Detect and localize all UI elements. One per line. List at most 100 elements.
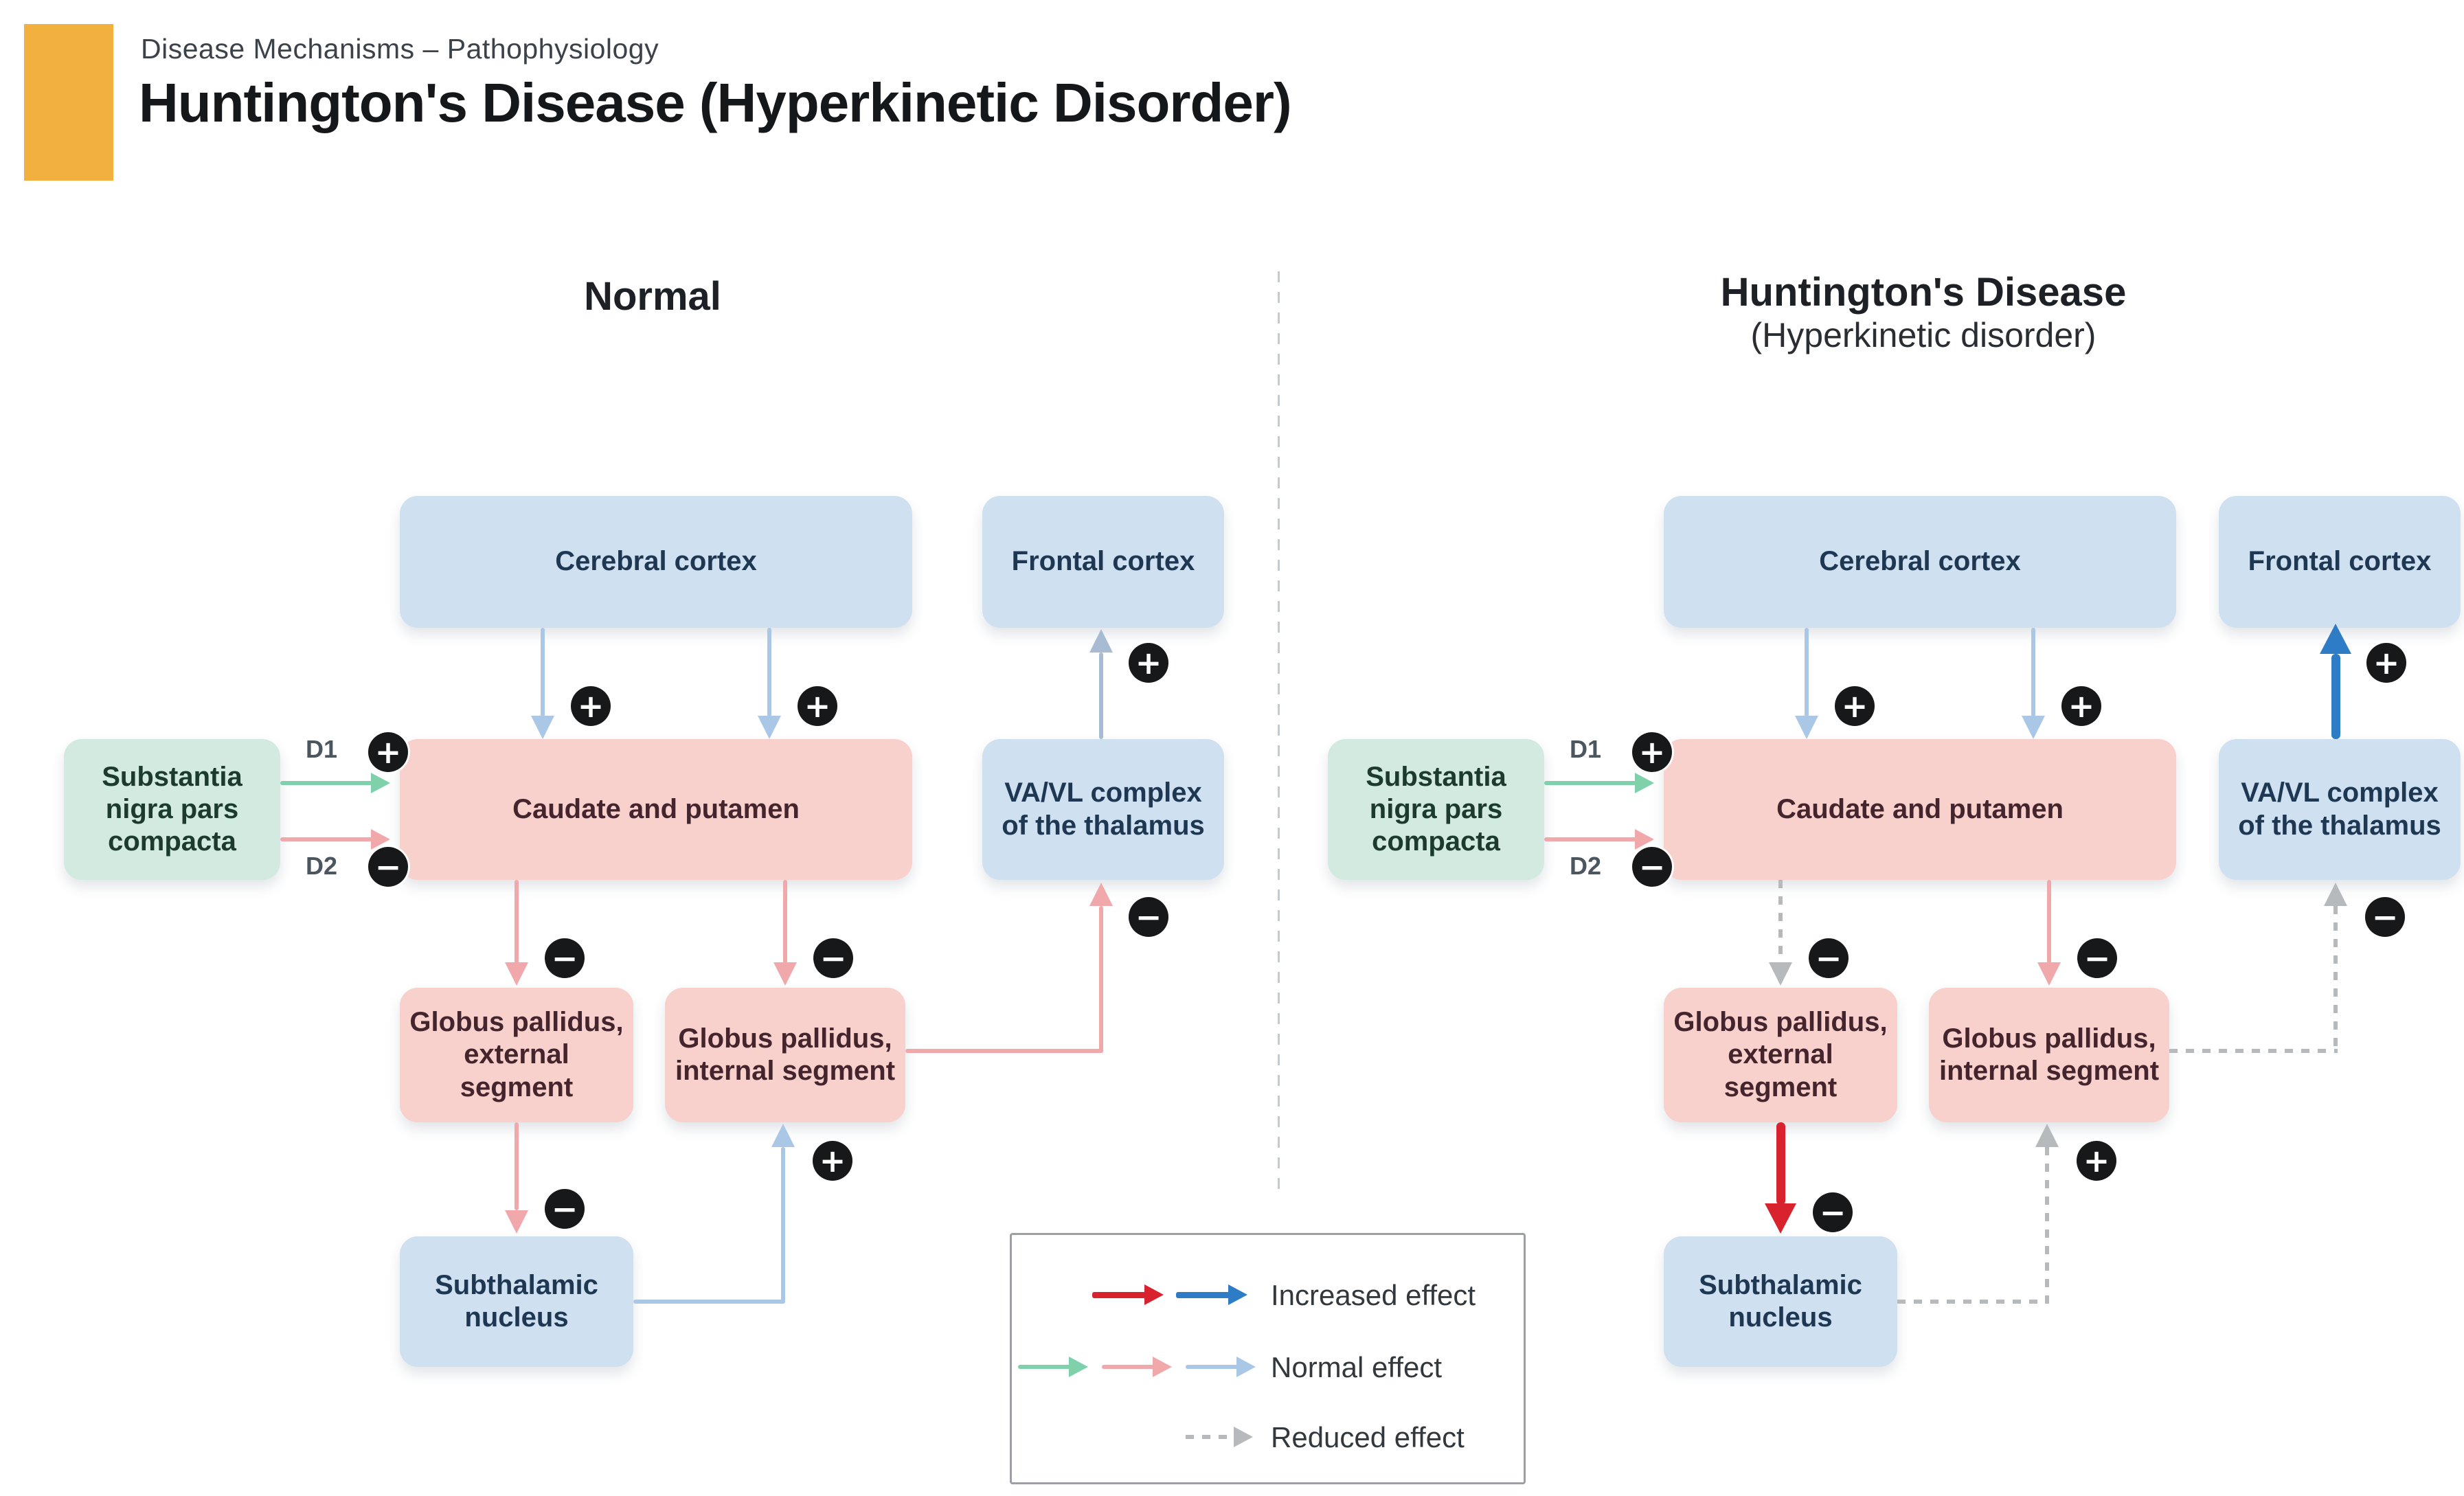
arrowhead-right-icon <box>1069 1357 1088 1377</box>
arrow-snc-d1-normal <box>280 781 372 785</box>
minus-badge: − <box>2365 897 2405 937</box>
plus-badge: + <box>1835 686 1875 726</box>
minus-icon: − <box>551 1190 578 1227</box>
arrowhead-up-icon <box>2320 624 2351 654</box>
arrowhead-right-icon <box>1236 1357 1256 1377</box>
plus-badge: + <box>2077 1141 2116 1181</box>
plus-badge: + <box>571 686 611 726</box>
arrow-gpi-thalamus-horizontal-hd-reduced <box>2169 1049 2338 1053</box>
minus-badge: − <box>813 938 853 978</box>
arrow-thalamus-frontal-hd-increased <box>2331 654 2340 739</box>
plus-badge: + <box>368 732 408 772</box>
plus-icon: + <box>1841 688 1868 725</box>
arrow-stn-gpi-vertical-hd-reduced <box>2045 1147 2049 1304</box>
arrowhead-down-icon <box>505 1210 528 1234</box>
arrowhead-down-icon <box>1769 962 1792 986</box>
minus-icon: − <box>1638 848 1666 885</box>
receptor-label-d2-normal: D2 <box>305 852 338 880</box>
minus-badge: − <box>2077 938 2117 978</box>
plus-icon: + <box>577 688 604 725</box>
arrowhead-down-icon <box>531 716 554 739</box>
panel-title-huntington-line2: (Hyperkinetic disorder) <box>1750 316 2096 354</box>
box-subthalamic-normal: Subthalamic nucleus <box>400 1236 633 1367</box>
plus-icon: + <box>819 1142 846 1179</box>
box-subthalamic-hd: Subthalamic nucleus <box>1664 1236 1897 1367</box>
minus-badge: − <box>545 938 585 978</box>
minus-badge: − <box>1813 1192 1853 1232</box>
legend-label-normal: Normal effect <box>1271 1351 1442 1383</box>
plus-badge: + <box>1632 732 1672 772</box>
arrowhead-down-icon <box>1795 716 1818 739</box>
box-caudate-putamen-normal: Caudate and putamen <box>400 739 912 880</box>
box-label: Globus pallidus, external segment <box>409 1007 624 1102</box>
minus-badge: − <box>1129 897 1168 937</box>
box-label: Substantia nigra pars compacta <box>1366 761 1506 857</box>
minus-icon: − <box>374 848 402 885</box>
legend-normal-pink-arrow <box>1102 1365 1155 1369</box>
arrowhead-up-icon <box>1089 883 1113 906</box>
plus-badge: + <box>813 1141 852 1181</box>
box-gp-external-hd: Globus pallidus, external segment <box>1664 988 1897 1122</box>
box-substantia-nigra-hd: Substantia nigra pars compacta <box>1328 739 1544 880</box>
arrowhead-up-icon <box>2324 883 2347 906</box>
plus-badge: + <box>1129 643 1168 683</box>
arrow-striatum-gpe-normal <box>515 880 519 964</box>
arrowhead-right-icon <box>1144 1284 1164 1305</box>
arrowhead-up-icon <box>1089 629 1113 653</box>
plus-icon: + <box>374 734 402 771</box>
minus-icon: − <box>820 940 847 977</box>
plus-badge: + <box>2061 686 2101 726</box>
arrowhead-down-icon <box>758 716 781 739</box>
box-label: Cerebral cortex <box>555 546 757 577</box>
arrow-cortex-striatum-1-normal <box>541 628 545 717</box>
plus-badge: + <box>2366 643 2406 683</box>
arrow-gpe-stn-hd-increased <box>1776 1122 1785 1205</box>
box-label: Globus pallidus, external segment <box>1673 1007 1888 1102</box>
panel-title-normal: Normal <box>584 274 721 319</box>
arrow-striatum-gpi-hd <box>2047 880 2051 964</box>
legend-increased-blue-arrow <box>1176 1292 1230 1298</box>
legend-label-increased: Increased effect <box>1271 1279 1476 1311</box>
arrow-stn-gpi-vertical-normal <box>781 1147 785 1304</box>
page-title: Huntington's Disease (Hyperkinetic Disor… <box>139 72 1292 133</box>
legend-normal-blue-arrow <box>1186 1365 1239 1369</box>
legend-reduced-dashed-arrow <box>1186 1435 1235 1439</box>
box-label: Subthalamic nucleus <box>1699 1269 1862 1333</box>
legend-increased-red-arrow <box>1092 1292 1146 1298</box>
receptor-label-d2-hd: D2 <box>1569 852 1602 880</box>
arrowhead-right-icon <box>1153 1357 1172 1377</box>
box-caudate-putamen-hd: Caudate and putamen <box>1664 739 2176 880</box>
minus-icon: − <box>2371 898 2399 936</box>
box-vavl-thalamus-hd: VA/VL complex of the thalamus <box>2219 739 2461 880</box>
minus-badge: − <box>1632 847 1672 887</box>
arrowhead-down-icon <box>505 962 528 986</box>
box-label: Caudate and putamen <box>1776 793 2064 824</box>
box-gp-internal-hd: Globus pallidus, internal segment <box>1929 988 2169 1122</box>
box-frontal-cortex-normal: Frontal cortex <box>982 496 1224 628</box>
plus-icon: + <box>1638 734 1666 771</box>
plus-icon: + <box>2083 1142 2110 1179</box>
box-label: VA/VL complex of the thalamus <box>1002 778 1205 841</box>
panel-divider <box>1278 271 1280 1195</box>
box-gp-internal-normal: Globus pallidus, internal segment <box>665 988 905 1122</box>
panel-title-huntington: Huntington's Disease (Hyperkinetic disor… <box>1649 269 2198 355</box>
arrow-snc-d2-hd <box>1544 837 1636 841</box>
minus-icon: − <box>1815 940 1842 977</box>
arrowhead-down-icon <box>2037 962 2061 986</box>
arrow-gpi-thalamus-horizontal-normal <box>905 1049 1103 1053</box>
plus-badge: + <box>798 686 837 726</box>
plus-icon: + <box>804 688 831 725</box>
legend-normal-green-arrow <box>1018 1365 1072 1369</box>
arrowhead-right-icon <box>371 829 390 850</box>
box-cerebral-cortex-normal: Cerebral cortex <box>400 496 912 628</box>
legend-box <box>1010 1233 1526 1484</box>
box-vavl-thalamus-normal: VA/VL complex of the thalamus <box>982 739 1224 880</box>
arrow-thalamus-frontal-normal <box>1099 653 1103 739</box>
box-label: Frontal cortex <box>1011 546 1195 577</box>
box-label: Substantia nigra pars compacta <box>102 761 242 857</box>
arrowhead-down-icon <box>2022 716 2045 739</box>
box-label: Cerebral cortex <box>1819 546 2021 577</box>
arrow-cortex-striatum-2-normal <box>767 628 771 717</box>
arrow-cortex-striatum-1-hd <box>1805 628 1809 717</box>
